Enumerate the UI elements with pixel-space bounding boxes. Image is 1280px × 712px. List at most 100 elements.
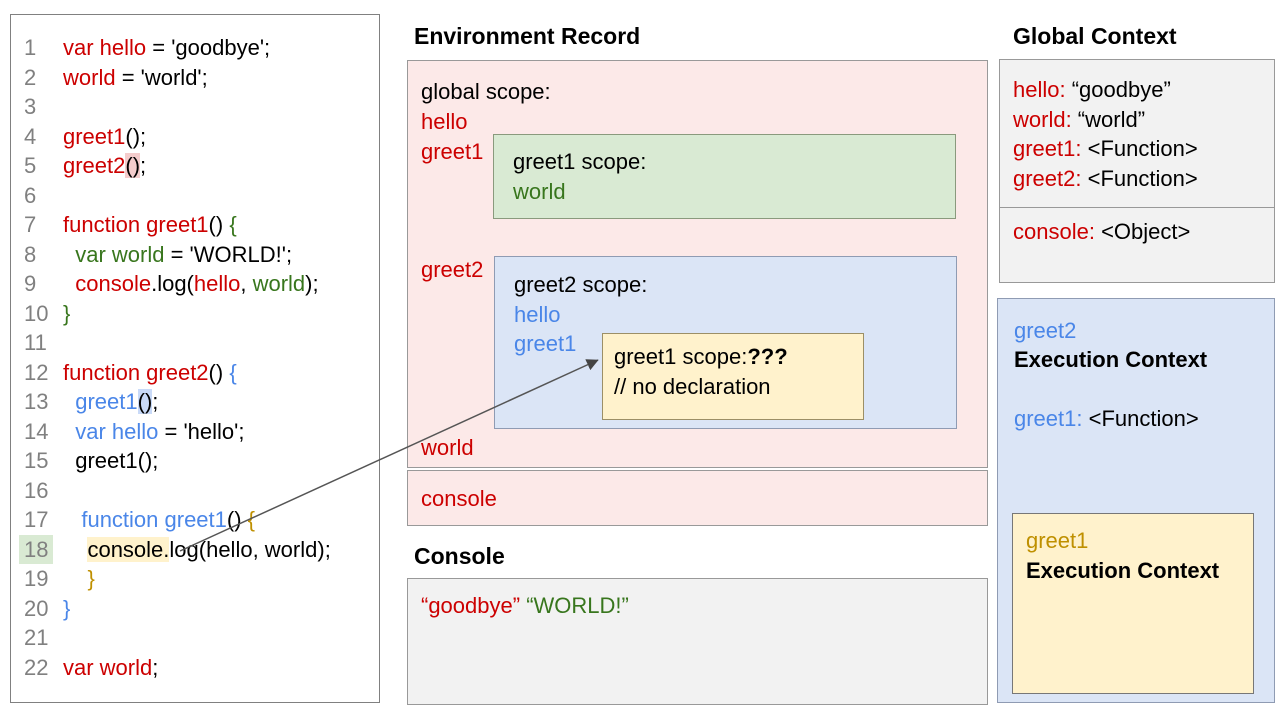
- code-token: {: [247, 507, 256, 532]
- code-line: 10}: [11, 299, 379, 329]
- code-line: 1 var hello = 'goodbye';: [11, 33, 379, 63]
- global-context-entry-value: “world”: [1071, 106, 1146, 132]
- code-line: 14 var hello = 'hello';: [11, 417, 379, 447]
- code-line-text: function greet2() {: [63, 358, 379, 388]
- code-line-text: var hello = 'hello';: [63, 417, 379, 447]
- code-line: 9 console.log(hello, world);: [11, 269, 379, 299]
- line-number-text: 1: [24, 35, 37, 60]
- global-context-entry-value: <Function>: [1081, 136, 1198, 161]
- code-line-text: }: [63, 299, 379, 329]
- line-number: 1: [24, 33, 63, 63]
- greet1-context-subtitle: Execution Context: [1026, 557, 1220, 583]
- global-scope-box: global scope: hello greet1 greet2 world …: [407, 60, 988, 468]
- code-token: hello: [193, 271, 241, 296]
- line-number-text: 18: [19, 534, 54, 564]
- code-line-text: [63, 181, 379, 211]
- code-line: 21: [11, 623, 379, 653]
- code-line-text: var hello = 'goodbye';: [63, 33, 379, 63]
- code-line-text: console.log(hello, world);: [63, 269, 379, 299]
- code-line-text: [63, 476, 379, 506]
- code-token: “goodbye”: [421, 593, 521, 618]
- line-number: 5: [24, 151, 63, 181]
- global-scope-var-greet1: greet1: [421, 139, 484, 164]
- global-context-entry-key: greet1:: [1013, 136, 1082, 161]
- code-token: greet1();: [75, 448, 159, 473]
- global-context-entry: greet2: <Function>: [1013, 164, 1274, 194]
- line-number-text: 2: [24, 64, 37, 90]
- global-context-console-entry: console: <Object>: [1013, 217, 1274, 247]
- code-token: (): [226, 507, 248, 532]
- greet1-inner-scope-comment: // no declaration: [614, 373, 771, 399]
- code-line: 11: [11, 328, 379, 358]
- code-token: [63, 271, 75, 296]
- console-output-box: “goodbye” “WORLD!”: [407, 578, 988, 705]
- global-context-entry: greet1: <Function>: [1013, 134, 1274, 164]
- global-context-console-section: console: <Object>: [1000, 207, 1274, 247]
- code-line-text: [63, 92, 379, 122]
- global-context-entry-key: hello:: [1013, 77, 1066, 102]
- line-number-text: 16: [24, 477, 49, 503]
- greet2-context-entry: greet1: <Function>: [1014, 404, 1199, 434]
- line-number-text: 4: [24, 123, 37, 149]
- line-number: 7: [24, 210, 63, 240]
- line-number: 8: [24, 240, 63, 270]
- code-token: );: [305, 271, 319, 296]
- line-number-text: 6: [24, 182, 37, 208]
- code-token: ();: [125, 123, 147, 149]
- global-context-entry-key: world:: [1013, 106, 1072, 132]
- line-number: 10: [24, 299, 63, 329]
- code-line: 18 console.log(hello, world);: [11, 534, 379, 565]
- code-token: ;: [152, 389, 159, 414]
- global-context-entry-value: <Function>: [1081, 165, 1198, 191]
- code-line-text: greet1();: [63, 122, 379, 152]
- line-number: 17: [24, 505, 63, 535]
- global-context-entry-key: greet2:: [1013, 165, 1082, 191]
- code-line: 6: [11, 181, 379, 211]
- greet2-context-entry-value: <Function>: [1082, 406, 1199, 431]
- greet1-inner-scope-unknown: ???: [747, 344, 788, 369]
- code-token: [63, 242, 75, 267]
- code-token: [63, 537, 87, 562]
- greet1-scope-box: greet1 scope: world: [493, 134, 956, 219]
- code-token: [63, 507, 81, 532]
- code-line-text: greet1();: [63, 387, 379, 417]
- code-token: {: [229, 212, 237, 237]
- code-token: greet2: [63, 153, 126, 178]
- global-context-box: hello: “goodbye”world: “world”greet1: <F…: [999, 59, 1275, 283]
- line-number-text: 5: [24, 153, 37, 178]
- code-token: greet1: [63, 123, 126, 149]
- code-line: 20}: [11, 594, 379, 624]
- code-token: ;: [140, 153, 147, 178]
- line-number: 20: [24, 594, 63, 624]
- code-line-text: world = 'world';: [63, 63, 379, 93]
- code-token: = 'goodbye';: [146, 35, 271, 60]
- greet2-scope-var-greet1: greet1: [514, 331, 577, 356]
- global-context-entry-value: “goodbye”: [1065, 77, 1171, 102]
- code-token: [63, 448, 75, 473]
- global-scope-var-greet2: greet2: [421, 257, 484, 282]
- greet2-context-name: greet2: [1014, 318, 1077, 343]
- global-context-console-value: <Object>: [1094, 219, 1191, 244]
- code-token: }: [87, 566, 95, 591]
- code-token: [63, 389, 75, 414]
- code-line: 3: [11, 92, 379, 122]
- line-number-text: 13: [24, 389, 49, 414]
- line-number: 2: [24, 63, 63, 93]
- line-number: 16: [24, 476, 63, 506]
- greet1-scope-var-world: world: [513, 178, 566, 204]
- code-token: }: [63, 300, 71, 326]
- code-token: {: [229, 359, 237, 385]
- code-line-text: console.log(hello, world);: [63, 535, 379, 565]
- greet2-execution-context-box: greet2 Execution Context greet1: <Functi…: [997, 298, 1275, 703]
- code-token: [63, 566, 87, 591]
- line-number-text: 10: [24, 300, 49, 326]
- code-token: world: [63, 64, 116, 90]
- code-token: = 'world';: [115, 64, 208, 90]
- code-token: function greet2: [63, 359, 209, 385]
- code-line: 4 greet1();: [11, 122, 379, 152]
- code-line-text: function greet1() {: [63, 505, 379, 535]
